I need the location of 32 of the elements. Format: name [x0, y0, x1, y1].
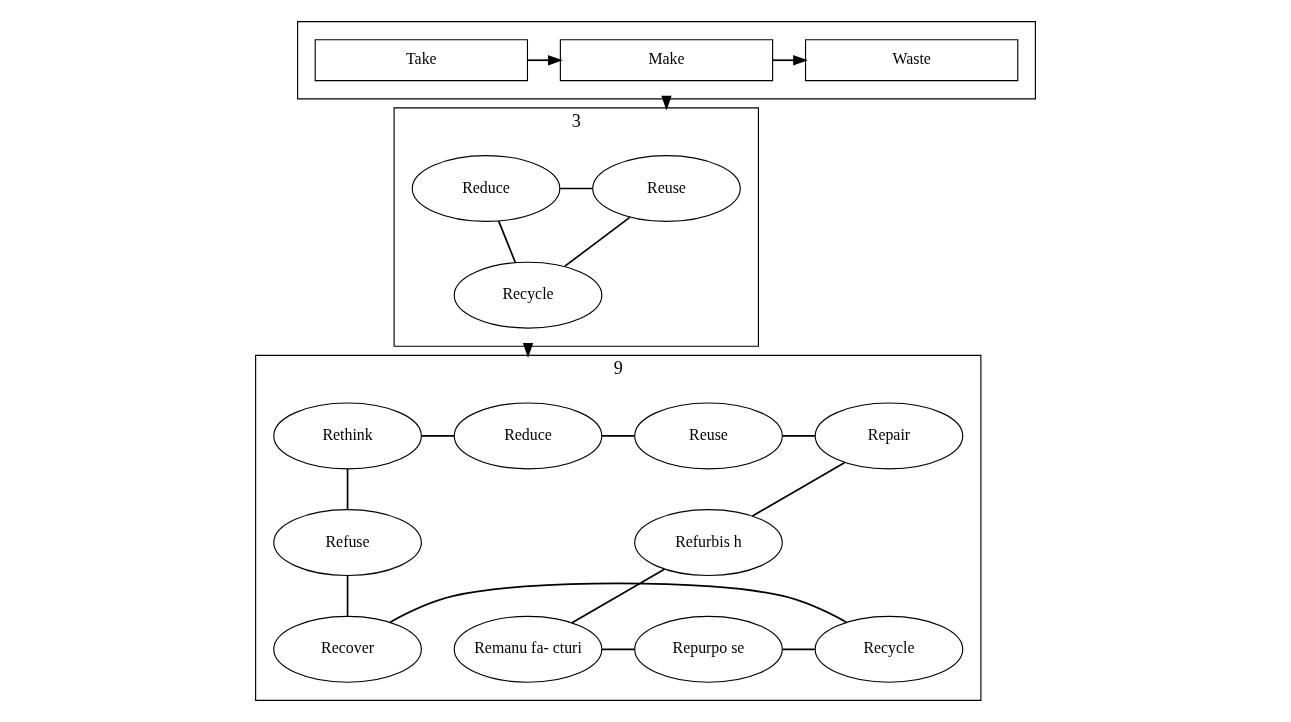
node-ellipse: Refurbis h [634, 509, 783, 577]
node-ellipse: Repurpo se [634, 615, 783, 683]
node-ellipse: Remanu fa- cturi [453, 615, 603, 683]
node-box: Take [314, 39, 529, 82]
node-ellipse: Rethink [273, 402, 422, 470]
node-ellipse: Reduce [411, 155, 561, 222]
connector [389, 582, 848, 623]
connector [564, 216, 631, 268]
node-ellipse: Recover [273, 615, 422, 683]
connector [497, 220, 517, 264]
node-box: Make [559, 39, 774, 82]
node-ellipse: Repair [814, 402, 964, 470]
connector [559, 187, 594, 190]
connector [346, 574, 349, 617]
connector [751, 461, 846, 517]
node-ellipse: Recycle [814, 615, 964, 683]
connector [601, 648, 636, 651]
node-box: Waste [804, 39, 1019, 82]
arrow [771, 55, 808, 66]
cluster [297, 21, 1036, 100]
node-ellipse: Refuse [273, 509, 422, 577]
node-ellipse: Recycle [453, 261, 603, 329]
arrow [526, 55, 563, 66]
connector [781, 435, 816, 437]
connector [601, 435, 636, 437]
node-ellipse: Reuse [634, 402, 783, 470]
connector [346, 468, 349, 511]
node-ellipse: Reduce [453, 402, 603, 470]
connector [571, 568, 666, 624]
connector [781, 648, 816, 651]
node-ellipse: Reuse [592, 155, 741, 222]
connector [420, 435, 455, 437]
